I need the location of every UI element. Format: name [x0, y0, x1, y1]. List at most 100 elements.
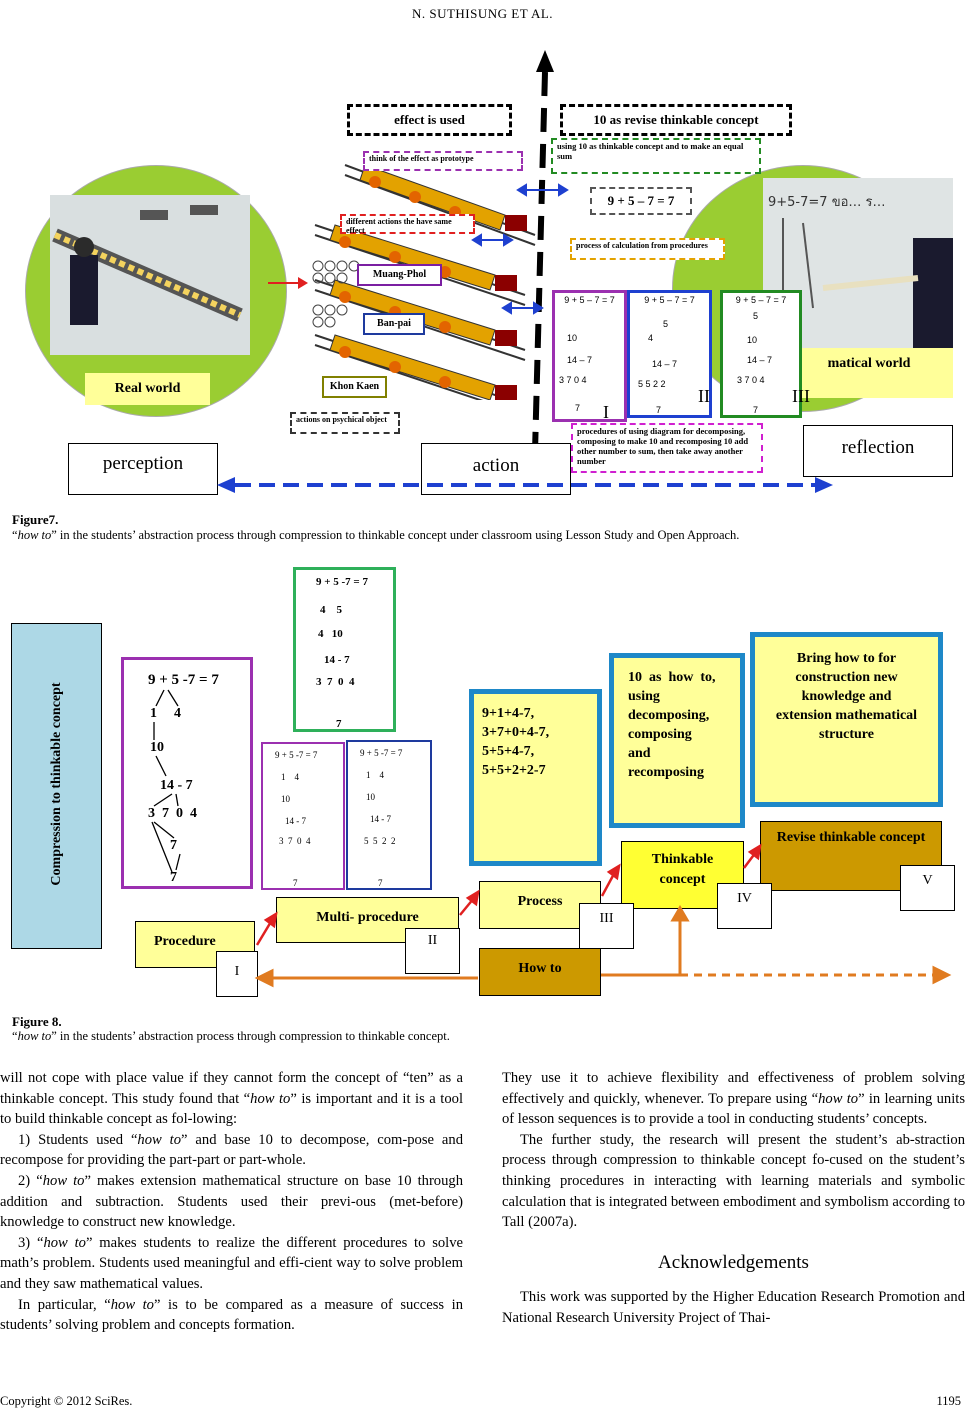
prototype-box: think of the effect as prototype	[363, 151, 523, 171]
fig8-green-14: 14 - 7	[324, 654, 350, 666]
diagram-I-10: 10	[567, 333, 578, 343]
fig8-green-eq: 9 + 5 -7 = 7	[316, 576, 368, 588]
figure-7-caption-title: Figure7.	[12, 512, 59, 527]
figure-8: Compression to thinkable concept 9 + 5 -…	[0, 560, 965, 1000]
fig8-d2-eq: 9 + 5 -7 = 7	[275, 750, 318, 760]
fig8-roman-III: III	[579, 903, 634, 949]
central-dashed-arrow	[531, 50, 554, 490]
running-head: N. SUTHISUNG ET AL.	[411, 6, 554, 21]
acknowledgements-heading: Acknowledgements	[658, 1251, 809, 1273]
diagram-II-5: 5	[663, 319, 669, 329]
right-column: They use it to achieve flexibility and e…	[502, 1068, 965, 1329]
diagram-II-14: 14 – 7	[652, 359, 678, 369]
process-of-calculation-box: process of calculation from procedures	[570, 238, 725, 260]
figure-7-caption-rest: ” in the students’ abstraction process t…	[51, 528, 740, 542]
diagram-III-14: 14 – 7	[747, 355, 773, 365]
fig8-green-410: 4 10	[318, 628, 343, 640]
sums-line-1: 9+1+4-7,	[482, 706, 535, 721]
fig8-purple-7b: 7	[170, 870, 177, 885]
diagram-II: 9 + 5 – 7 = 7 5 4 14 – 7 5 5 2 2 7	[627, 290, 712, 418]
figure-7: Real world 9+5-7=7 ขอ… ร… matical world	[0, 30, 965, 510]
effect-is-used-box: effect is used	[347, 104, 512, 136]
classroom-photo-right: 9+5-7=7 ขอ… ร…	[763, 178, 953, 358]
left-paragraph-1: will not cope with place value if they c…	[0, 1070, 464, 1128]
khon-kaen-label: Khon Kaen	[322, 376, 387, 398]
ten-how-to-line-5: and	[628, 746, 651, 761]
revise-thinkable-box: 10 as revise thinkable concept	[560, 104, 792, 136]
fig8-d3-147: 14 - 7	[370, 814, 391, 824]
train-illustration	[314, 164, 536, 400]
ten-how-to-line-2: using	[628, 689, 660, 704]
svg-text:9+5-7=7 ขอ… ร…: 9+5-7=7 ขอ… ร…	[768, 195, 886, 210]
ban-pai-label: Ban-pai	[363, 313, 425, 335]
same-effect-box: different actions the have same effect	[340, 214, 475, 235]
real-world-label: Real world	[85, 373, 210, 405]
diagram-III: 9 + 5 – 7 = 7 5 10 14 – 7 3 7 0 4 7	[720, 290, 802, 418]
ten-how-to-box: 10 as how to, using decomposing, composi…	[609, 653, 745, 828]
diagram-III-370: 3 7 0 4	[737, 375, 765, 385]
figure-8-caption-rest: ” in the students’ abstraction process t…	[51, 1029, 450, 1043]
equation-box: 9 + 5 – 7 = 7	[590, 187, 692, 215]
figure-8-caption-title: Figure 8.	[12, 1014, 62, 1029]
left-paragraph-4: 3) “how to” makes students to realize th…	[0, 1234, 464, 1292]
classroom-photo-right-sketch: 9+5-7=7 ขอ… ร…	[763, 178, 953, 358]
fig8-green-45: 4 5	[320, 604, 342, 616]
how-to-box: How to	[479, 948, 601, 996]
fig8-purple-1: 1	[150, 706, 157, 721]
fig8-d2-10: 10	[281, 794, 290, 804]
fig8-connectors	[254, 843, 952, 988]
ten-how-to-line-1: 10 as how to,	[628, 670, 716, 685]
diagram-I-7: 7	[575, 403, 581, 413]
figure-8-caption: “how to” in the students’ abstraction pr…	[12, 1029, 450, 1044]
fig8-roman-I: I	[216, 951, 258, 997]
figure-7-caption-open-quote: “	[12, 528, 18, 542]
math-world-label: matical world	[785, 348, 953, 398]
fig8-roman-IV: IV	[717, 883, 772, 929]
muang-phol-label: Muang-Phol	[357, 264, 442, 286]
diagram-II-4: 4	[648, 333, 654, 343]
ten-how-to-line-3: decomposing,	[628, 708, 710, 723]
red-arrow	[268, 277, 308, 289]
diagram-I-14: 14 – 7	[567, 355, 593, 365]
fig8-purple-7a: 7	[170, 838, 177, 853]
diagram-III-7: 7	[753, 405, 759, 415]
diagram-III-10: 10	[747, 335, 758, 345]
fig8-d3-7: 7	[378, 878, 383, 888]
roman-II-label: II	[698, 386, 710, 406]
fig8-diagram-3: 9 + 5 -7 = 7 1 4 10 14 - 7 5 5 2 2 7	[346, 740, 432, 890]
roman-I-label: I	[603, 402, 609, 422]
bring-how-to-box: Bring how to for construction new knowle…	[750, 632, 943, 807]
sums-line-4: 5+5+2+2-7	[482, 763, 546, 778]
stage-reflection: reflection	[803, 425, 953, 477]
fig8-purple-10: 10	[150, 740, 164, 755]
fig8-d3-522: 5 5 2 2	[364, 836, 396, 846]
bottom-blue-dashed-arrow	[217, 477, 833, 493]
classroom-photo-left	[50, 195, 250, 355]
classroom-photo-left-sketch	[50, 195, 250, 355]
diagram-II-eq: 9 + 5 – 7 = 7	[644, 295, 695, 305]
fig8-d3-14: 1 4	[366, 770, 384, 780]
left-paragraph-2: 1) Students used “how to” and base 10 to…	[0, 1131, 464, 1169]
fig8-d2-147: 14 - 7	[285, 816, 306, 826]
fig8-d2-7: 7	[293, 878, 298, 888]
footer-copyright: Copyright © 2012 SciRes.	[0, 1394, 133, 1408]
stage-action: action	[421, 443, 571, 495]
diagram-I-370: 3 7 0 4	[559, 375, 587, 385]
student-faces	[312, 260, 360, 328]
sums-line-3: 5+5+4-7,	[482, 744, 535, 759]
fig8-purple-eq: 9 + 5 -7 = 7	[148, 672, 219, 688]
fig8-d3-10: 10	[366, 792, 375, 802]
fig8-green-7: 7	[336, 718, 342, 730]
ten-how-to-line-6: recomposing	[628, 765, 704, 780]
diagram-III-5: 5	[753, 311, 759, 321]
left-paragraph-3: 2) “how to” makes extension mathematical…	[0, 1172, 463, 1231]
left-column: will not cope with place value if they c…	[0, 1068, 463, 1336]
figure-8-caption-open-quote: “	[12, 1029, 18, 1043]
fig8-diagram-purple: 9 + 5 -7 = 7 1 4 10 14 - 7 3 7 0 4 7 7	[121, 657, 253, 889]
figure-8-caption-how: how to	[17, 1029, 52, 1043]
fig8-d3-eq: 9 + 5 -7 = 7	[360, 748, 403, 758]
fig8-diagram-2: 9 + 5 -7 = 7 1 4 10 14 - 7 3 7 0 4 7	[261, 742, 345, 890]
diagram-III-eq: 9 + 5 – 7 = 7	[735, 295, 787, 305]
right-paragraph-1: They use it to achieve flexibility and e…	[502, 1070, 965, 1128]
figure-7-caption-how: how to	[17, 528, 52, 542]
